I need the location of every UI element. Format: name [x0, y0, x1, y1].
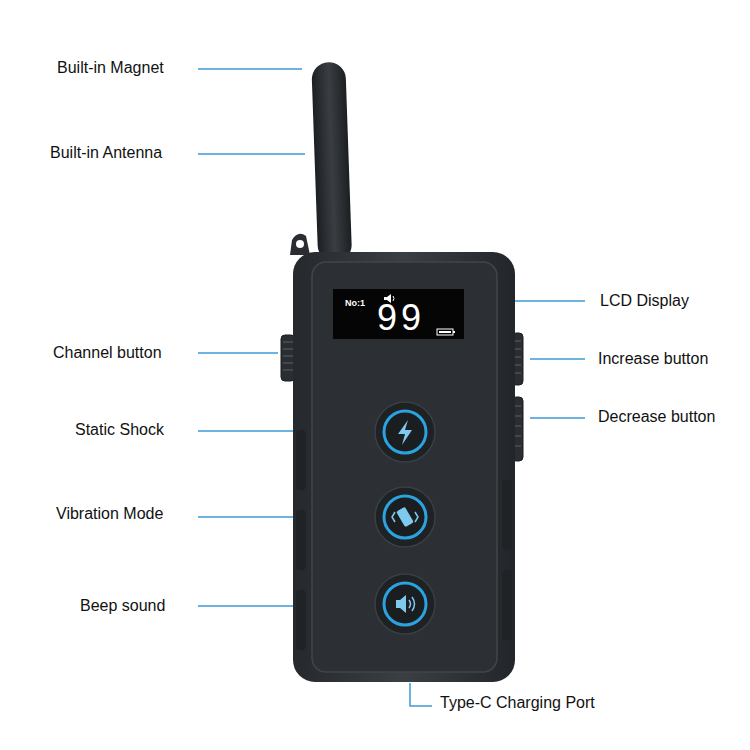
- side-grips: [296, 430, 512, 650]
- lcd-battery-icon: [437, 329, 455, 335]
- callout-label: Increase button: [598, 349, 708, 368]
- callout-label: LCD Display: [600, 291, 689, 310]
- leader-lines: [198, 69, 585, 706]
- callout-label: Static Shock: [75, 420, 164, 439]
- lanyard-hole: [296, 240, 304, 248]
- lanyard-loop: [290, 234, 310, 255]
- lcd-display: No:1 99: [333, 289, 464, 339]
- lcd-screen: [333, 289, 464, 339]
- callout-label: Beep sound: [80, 596, 165, 615]
- callout-label: Decrease button: [598, 407, 715, 426]
- antenna: [311, 62, 352, 263]
- callout-label: Type-C Charging Port: [440, 693, 595, 712]
- front-panel: [312, 262, 497, 672]
- callout-label: Built-in Antenna: [50, 143, 162, 162]
- channel-text: No:1: [345, 299, 365, 308]
- callout-label: Vibration Mode: [56, 504, 163, 523]
- vibration-button: [375, 487, 435, 547]
- device-body: [293, 252, 515, 682]
- level-number: 99: [377, 300, 425, 336]
- beep-button: [375, 574, 435, 634]
- callout-label: Channel button: [53, 343, 162, 362]
- callout-label: Built-in Magnet: [57, 58, 164, 77]
- static-shock-button: [375, 402, 435, 462]
